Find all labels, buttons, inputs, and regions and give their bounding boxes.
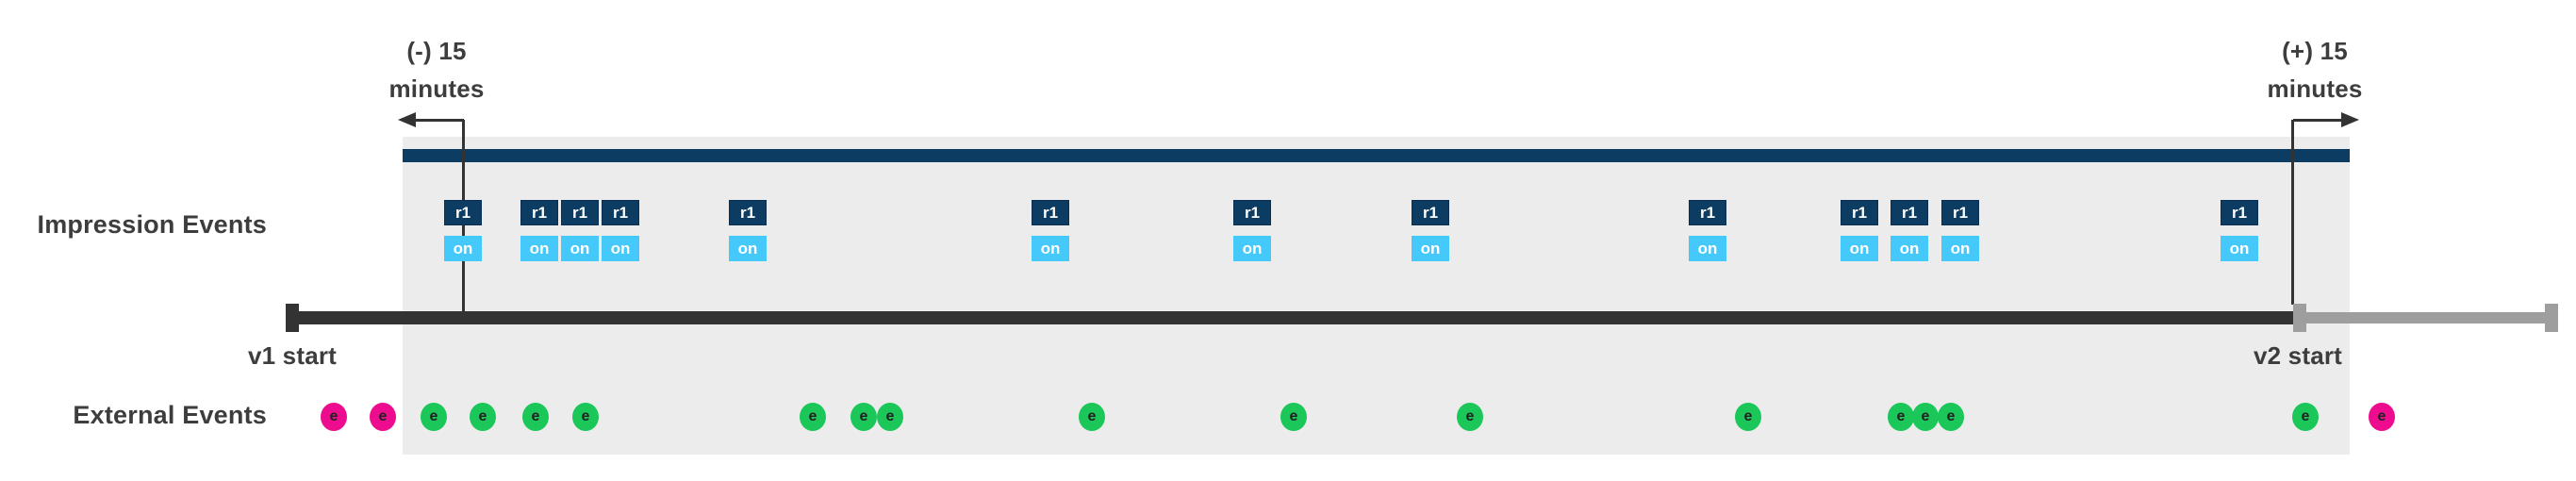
v1-timeline-bar <box>286 311 2293 324</box>
impression-event-marker: r1 on <box>1841 200 1878 261</box>
external-event-dot: e <box>1888 403 1914 431</box>
request-badge: r1 <box>2221 200 2258 225</box>
request-badge: r1 <box>1941 200 1979 225</box>
impression-event-marker: r1 on <box>1412 200 1449 261</box>
on-badge: on <box>2221 236 2258 261</box>
plus-15-guide-line <box>2291 120 2294 305</box>
request-badge: r1 <box>1841 200 1878 225</box>
on-badge: on <box>1689 236 1726 261</box>
impression-event-marker: r1 on <box>444 200 482 261</box>
v2-start-cap <box>2293 304 2306 332</box>
impression-event-marker: r1 on <box>2221 200 2258 261</box>
on-badge: on <box>1941 236 1979 261</box>
impression-event-marker: r1 on <box>1032 200 1069 261</box>
on-badge: on <box>561 236 599 261</box>
external-event-dot: e <box>321 403 347 431</box>
on-badge: on <box>444 236 482 261</box>
minus-15-line1: (-) 15 <box>406 37 467 65</box>
external-event-dot: e <box>370 403 396 431</box>
campaign-bar <box>403 149 2350 162</box>
request-badge: r1 <box>729 200 767 225</box>
request-badge: r1 <box>1891 200 1928 225</box>
impression-event-marker: r1 on <box>1689 200 1726 261</box>
request-badge: r1 <box>1412 200 1449 225</box>
impression-event-marker: r1 on <box>520 200 558 261</box>
request-badge: r1 <box>1032 200 1069 225</box>
impression-event-marker: r1 on <box>602 200 639 261</box>
request-badge: r1 <box>444 200 482 225</box>
on-badge: on <box>602 236 639 261</box>
left-arrow-icon <box>398 112 416 127</box>
external-event-dot: e <box>1457 403 1483 431</box>
impression-event-marker: r1 on <box>1233 200 1271 261</box>
v1-start-label: v1 start <box>247 341 338 370</box>
on-badge: on <box>729 236 767 261</box>
external-event-dot: e <box>2292 403 2319 431</box>
plus-15-line2: minutes <box>2267 75 2363 103</box>
external-event-dot: e <box>1912 403 1939 431</box>
on-badge: on <box>1032 236 1069 261</box>
request-badge: r1 <box>1233 200 1271 225</box>
v2-start-label: v2 start <box>2253 341 2343 370</box>
request-badge: r1 <box>1689 200 1726 225</box>
on-badge: on <box>1891 236 1928 261</box>
on-badge: on <box>1412 236 1449 261</box>
impression-events-label: Impression Events <box>37 210 267 239</box>
external-event-dot: e <box>877 403 903 431</box>
on-badge: on <box>520 236 558 261</box>
request-badge: r1 <box>602 200 639 225</box>
external-event-dot: e <box>1079 403 1105 431</box>
impression-event-marker: r1 on <box>561 200 599 261</box>
external-event-dot: e <box>1280 403 1307 431</box>
external-event-dot: e <box>470 403 496 431</box>
plus-15-line1: (+) 15 <box>2282 37 2348 65</box>
external-event-dot: e <box>800 403 826 431</box>
external-event-dot: e <box>2369 403 2395 431</box>
external-event-dot: e <box>1938 403 1964 431</box>
impression-event-marker: r1 on <box>1891 200 1928 261</box>
on-badge: on <box>1233 236 1271 261</box>
minus-15-minutes-label: (-) 15 minutes <box>323 32 550 108</box>
external-event-dot: e <box>421 403 447 431</box>
impression-event-marker: r1 on <box>1941 200 1979 261</box>
v2-timeline-bar <box>2293 312 2546 323</box>
plus-15-minutes-label: (+) 15 minutes <box>2202 32 2428 108</box>
minus-15-line2: minutes <box>388 75 485 103</box>
v2-end-cap <box>2545 304 2558 332</box>
plus-15-arrow-line <box>2293 119 2342 122</box>
impression-event-marker: r1 on <box>729 200 767 261</box>
request-badge: r1 <box>520 200 558 225</box>
external-events-label: External Events <box>73 401 267 429</box>
external-event-dot: e <box>1735 403 1761 431</box>
external-event-dot: e <box>572 403 599 431</box>
request-badge: r1 <box>561 200 599 225</box>
external-event-dot: e <box>850 403 877 431</box>
on-badge: on <box>1841 236 1878 261</box>
minus-15-arrow-line <box>415 119 464 122</box>
v1-start-cap <box>286 304 299 332</box>
right-arrow-icon <box>2341 112 2359 127</box>
external-event-dot: e <box>522 403 549 431</box>
analysis-window-region <box>403 137 2350 455</box>
